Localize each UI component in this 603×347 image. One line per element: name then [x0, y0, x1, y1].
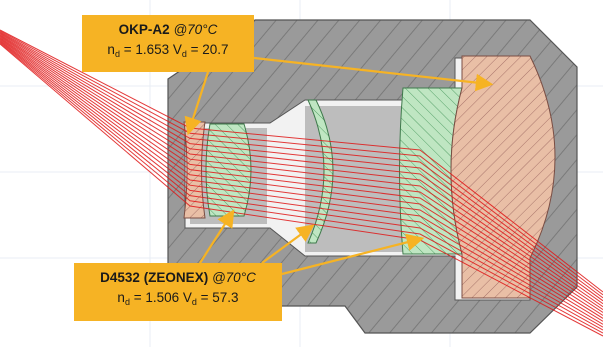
- callout-okp-properties: nd = 1.653 Vd = 20.7: [82, 40, 254, 60]
- zeonex-temperature-label: @70°C: [211, 270, 256, 285]
- okp-vd-subscript: d: [181, 49, 187, 59]
- callout-okp-a2: OKP-A2 @70°C nd = 1.653 Vd = 20.7: [82, 15, 254, 72]
- ray-bundle: [0, 29, 603, 337]
- arrow-okp-front: [184, 71, 210, 136]
- okp-material-label: OKP-A2: [118, 22, 170, 37]
- callout-zeonex-properties: nd = 1.506 Vd = 57.3: [74, 288, 282, 308]
- lens-zeonex-middle: [307, 99, 334, 244]
- zeonex-nd-value: = 1.506: [129, 290, 183, 305]
- okp-temperature-label: @70°C: [173, 22, 218, 37]
- okp-vd-value: = 20.7: [186, 42, 229, 57]
- arrow-zeonex-rear: [281, 233, 425, 276]
- ray-line: [0, 32, 603, 302]
- okp-nd-subscript: d: [114, 49, 120, 59]
- ray-line: [0, 36, 603, 313]
- callout-arrows: [184, 56, 494, 276]
- callout-okp-title: OKP-A2 @70°C: [82, 20, 254, 40]
- okp-vd-symbol: V: [172, 42, 182, 57]
- ray-line: [0, 33, 603, 305]
- zeonex-vd-symbol: V: [182, 290, 192, 305]
- ray-line: [0, 29, 603, 293]
- arrow-zeonex-middle: [261, 224, 315, 264]
- arrow-zeonex-front: [199, 209, 235, 264]
- arrow-okp-rear: [253, 56, 494, 92]
- okp-nd-symbol: n: [107, 42, 115, 57]
- ray-line: [0, 38, 603, 322]
- ray-line: [0, 30, 603, 296]
- ray-line: [0, 40, 603, 328]
- ray-line: [0, 41, 603, 331]
- ray-line: [0, 43, 603, 337]
- ray-line: [0, 31, 603, 299]
- ray-line: [0, 42, 603, 334]
- zeonex-material-label: D4532 (ZEONEX): [100, 270, 209, 285]
- callout-d4532-zeonex: D4532 (ZEONEX) @70°C nd = 1.506 Vd = 57.…: [74, 263, 282, 321]
- ray-line: [0, 35, 603, 311]
- ray-line: [0, 34, 603, 308]
- callout-zeonex-title: D4532 (ZEONEX) @70°C: [74, 268, 282, 288]
- zeonex-vd-subscript: d: [191, 297, 197, 307]
- ray-line: [0, 39, 603, 325]
- okp-nd-value: = 1.653: [119, 42, 173, 57]
- zeonex-vd-value: = 57.3: [196, 290, 239, 305]
- lens-zeonex-front: [205, 123, 252, 217]
- ray-line: [0, 37, 603, 316]
- zeonex-nd-subscript: d: [124, 297, 130, 307]
- zeonex-nd-symbol: n: [117, 290, 125, 305]
- ray-line: [0, 37, 603, 319]
